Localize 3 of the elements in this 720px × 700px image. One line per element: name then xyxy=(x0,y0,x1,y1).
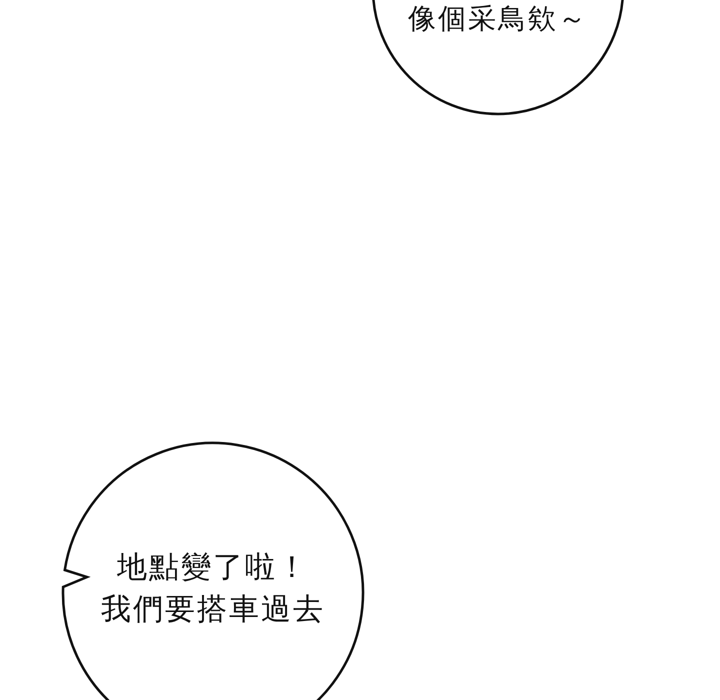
speech-text: 地點變了啦！我們要搭車過去 xyxy=(100,549,326,629)
speech-bubble xyxy=(63,443,363,700)
speech-text: 像個采鳥欸～ xyxy=(407,1,589,37)
